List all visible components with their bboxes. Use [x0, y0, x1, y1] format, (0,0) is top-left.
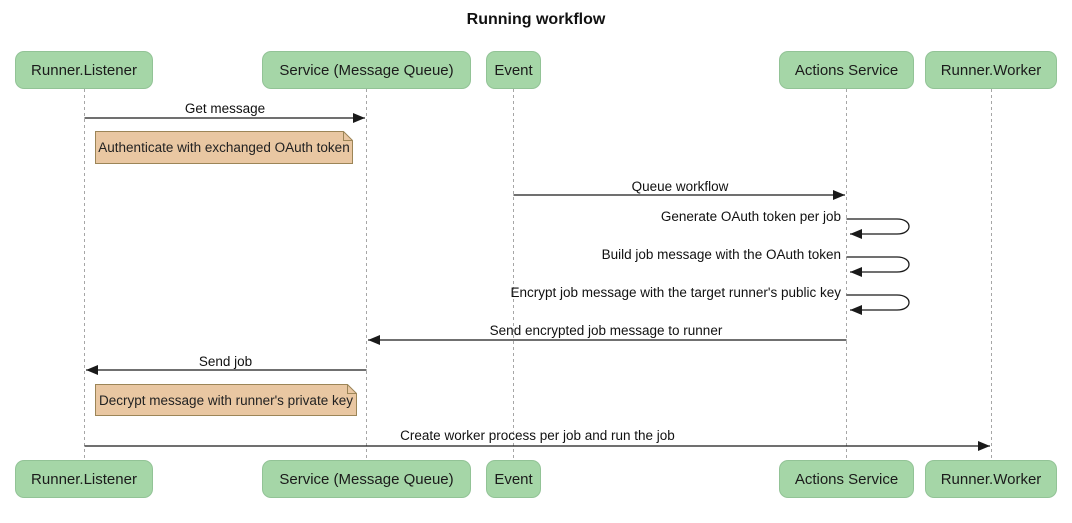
arrow-self-build-job-message	[846, 256, 910, 277]
note-label-authenticate: Authenticate with exchanged OAuth token	[98, 140, 350, 155]
participant-runner-listener-top: Runner.Listener	[15, 51, 153, 89]
participant-actions-service-top: Actions Service	[779, 51, 914, 89]
participant-event-top: Event	[486, 51, 541, 89]
participant-label: Runner.Worker	[940, 470, 1042, 488]
note-fold-authenticate	[343, 131, 353, 141]
message-label-create-worker-process: Create worker process per job and run th…	[400, 428, 675, 443]
participant-service-message-queue-top: Service (Message Queue)	[262, 51, 471, 89]
participant-label: Runner.Worker	[940, 61, 1042, 79]
participant-label: Actions Service	[794, 470, 899, 488]
participant-runner-listener-bottom: Runner.Listener	[15, 460, 153, 498]
note-body-decrypt	[95, 384, 357, 416]
arrow-self-generate-oauth-token	[846, 218, 910, 239]
message-label-encrypt-job-message: Encrypt job message with the target runn…	[510, 285, 842, 300]
participant-label: Runner.Listener	[31, 61, 137, 79]
participant-label: Event	[494, 61, 533, 79]
participant-label: Actions Service	[794, 61, 899, 79]
message-label-send-job: Send job	[198, 354, 253, 369]
lifelines	[84, 89, 992, 460]
participant-event-bottom: Event	[486, 460, 541, 498]
participant-service-message-queue-bottom: Service (Message Queue)	[262, 460, 471, 498]
message-label-send-encrypted-job-message: Send encrypted job message to runner	[489, 323, 723, 338]
note-fold-decrypt	[347, 384, 357, 394]
message-label-get-message: Get message	[184, 101, 266, 116]
participant-actions-service-bottom: Actions Service	[779, 460, 914, 498]
message-arrows	[84, 113, 990, 451]
participant-label: Service (Message Queue)	[279, 61, 454, 79]
note-body-authenticate	[95, 131, 353, 164]
participant-label: Event	[494, 470, 533, 488]
message-label-generate-oauth-token: Generate OAuth token per job	[660, 209, 841, 224]
diagram-title: Running workflow	[466, 11, 606, 28]
participant-label: Runner.Listener	[31, 470, 137, 488]
message-label-build-job-message: Build job message with the OAuth token	[601, 247, 841, 262]
participant-label: Service (Message Queue)	[279, 470, 454, 488]
message-label-queue-workflow: Queue workflow	[631, 179, 729, 194]
participant-runner-worker-bottom: Runner.Worker	[925, 460, 1057, 498]
note-label-decrypt: Decrypt message with runner's private ke…	[99, 392, 353, 408]
arrow-self-encrypt-job-message	[846, 294, 910, 315]
note-shapes	[95, 131, 357, 416]
participant-runner-worker-top: Runner.Worker	[925, 51, 1057, 89]
